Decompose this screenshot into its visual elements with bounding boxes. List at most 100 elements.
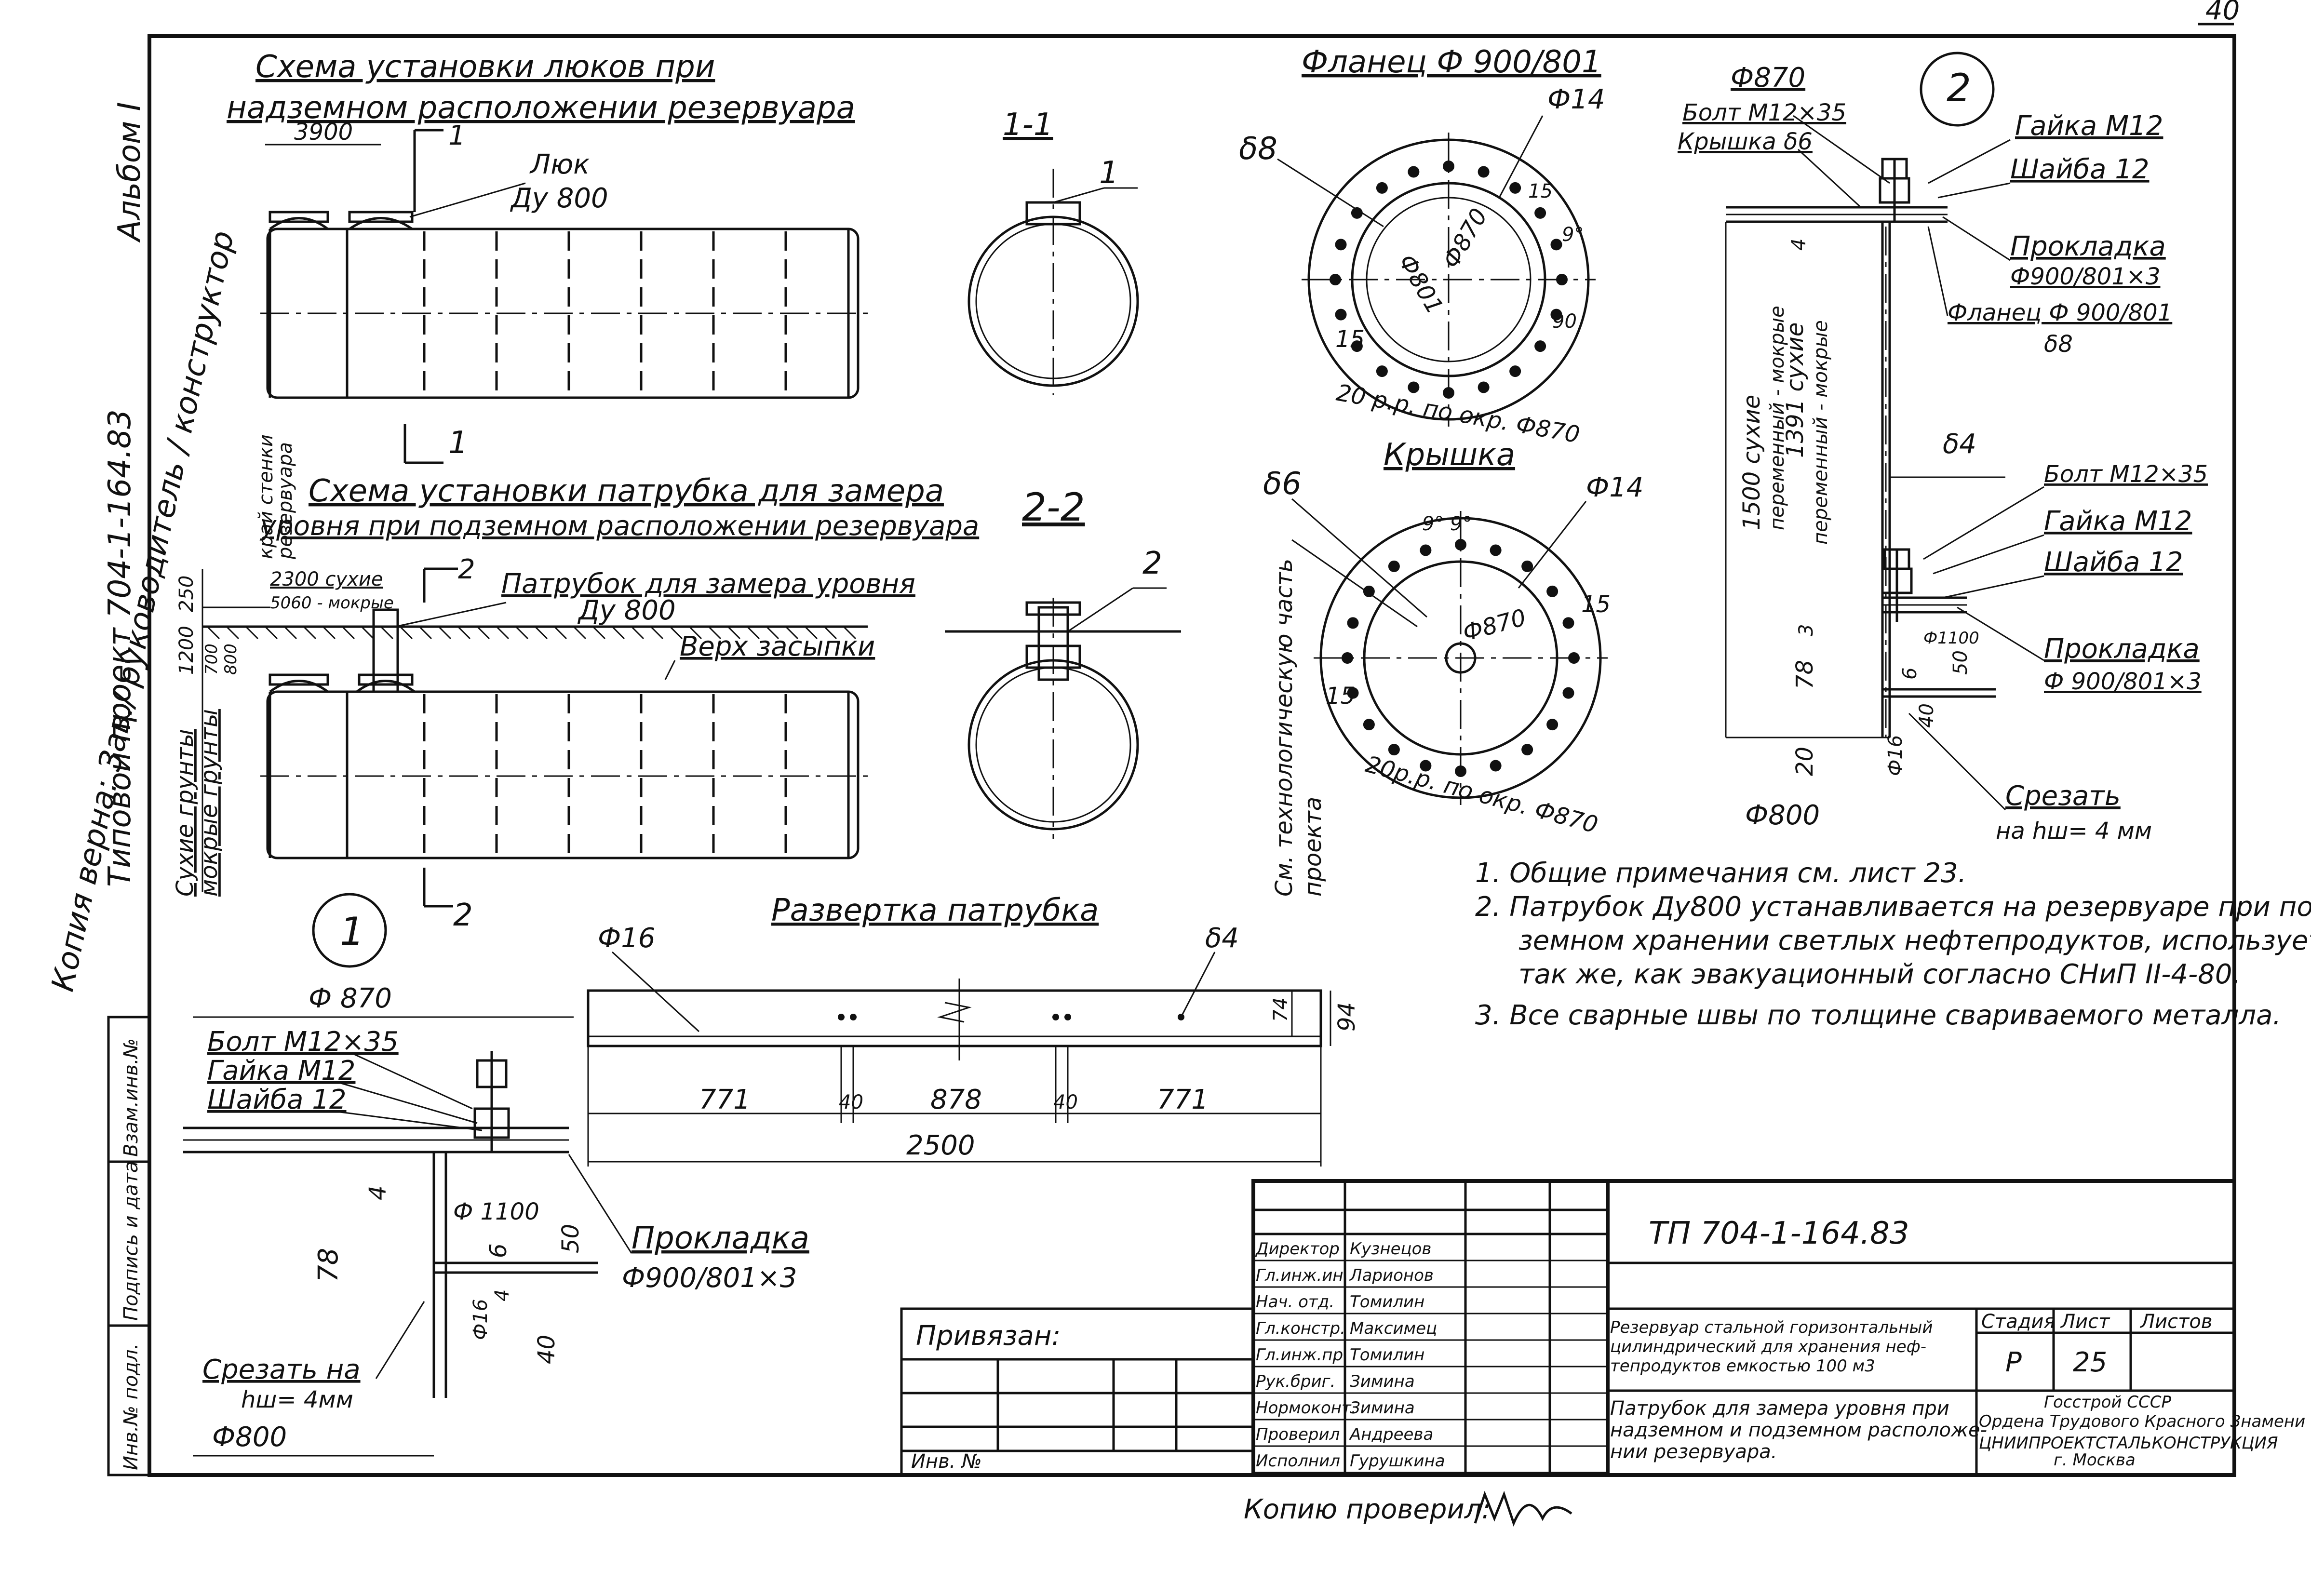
bolt-hole (1562, 687, 1574, 699)
strip-hole (838, 1014, 845, 1020)
development-d40a: 40 (839, 1091, 863, 1113)
development-h74: 74 (1270, 997, 1292, 1022)
development-d878: 878 (930, 1084, 982, 1115)
hatch-stroke (746, 626, 760, 640)
bolt-hole (1388, 560, 1400, 572)
bolt-hole (1443, 161, 1454, 172)
hatch-stroke (245, 626, 259, 640)
node-2-dim50: 50 (1949, 650, 1972, 675)
tb-name: Зимина (1350, 1372, 1415, 1391)
hatch-2 (349, 217, 413, 230)
hatch-stroke (708, 626, 722, 640)
node-2-bolt2: Болт М12×35 (2044, 461, 2208, 488)
flange-angle-b: 9° (1562, 224, 1584, 246)
tb-role: Гл.констр. (1256, 1319, 1345, 1338)
tb-name: Зимина (1350, 1398, 1415, 1418)
top-scheme: Схема установки люков при надземном расп… (227, 49, 868, 464)
bolt-hole (1330, 274, 1341, 285)
hatch-size: Ду 800 (510, 183, 608, 214)
dim-1200: 1200 (175, 626, 198, 675)
tb-name: Томилин (1350, 1345, 1424, 1365)
note-2-cont-2: так же, как эвакуационный согласно СНиП … (1518, 959, 2241, 990)
node-1-dim40: 40 (533, 1335, 560, 1364)
hatch-stroke (380, 626, 394, 640)
title-block-org4: г. Москва (2054, 1450, 2136, 1470)
title-block-desc1-c: тепродуктов емкостью 100 м3 (1610, 1356, 1875, 1376)
top-scheme-cut-mark-top: 1 (448, 120, 466, 151)
node-2-d-top: Ф870 (1731, 62, 1805, 94)
hatch-stroke (264, 626, 278, 640)
bolt-hole (1550, 239, 1562, 251)
bottom-scheme-title-1: Схема установки патрубка для замера (309, 473, 944, 509)
wall-label-1: край стенки (255, 434, 277, 559)
bolt-hole (1490, 544, 1502, 556)
strip-hole (1064, 1014, 1071, 1020)
node-2-dim78: 78 (1791, 660, 1818, 689)
flange-thickness: δ8 (1239, 131, 1277, 167)
tb-role: Проверил (1256, 1425, 1340, 1444)
strip-hole (1178, 1014, 1184, 1020)
node-2-d-bottom: Ф800 (1745, 800, 1820, 831)
hatch-stroke (650, 626, 664, 640)
node-1-circle (312, 893, 387, 968)
hatch-stroke (688, 626, 702, 640)
node-1: 1 Ф 870 Болт М12×35 Гайка М12 Шайба 12 Ф… (183, 893, 809, 1457)
dim-800: 800 (221, 644, 241, 675)
bolt-hole (1351, 207, 1363, 219)
hatch-stroke (476, 626, 490, 640)
hatch-stroke (341, 626, 355, 640)
bolt-hole (1521, 560, 1533, 572)
bolt-hole (1335, 239, 1347, 251)
node-2-nut2: Гайка М12 (2044, 506, 2192, 537)
cover-view: Крышка δ6 Ф14 9° 9° Ф870 15 15 20р.р. по… (1263, 437, 1643, 897)
margin-stamp (107, 1016, 151, 1476)
section-2-title: 2-2 (1022, 485, 1085, 530)
hatch-label: Люк (529, 149, 590, 180)
tb-name: Кузнецов (1350, 1239, 1431, 1259)
hatch-stroke (553, 626, 567, 640)
note-2: 2. Патрубок Ду800 устанавливается на рез… (1475, 891, 2311, 923)
node-1-d-top: Ф 870 (309, 983, 392, 1014)
tb-name: Ларионов (1349, 1266, 1434, 1285)
hatch-stroke (804, 626, 818, 640)
checker-signature (1474, 1490, 1572, 1527)
cover-bolt-holes (1342, 539, 1580, 777)
section-1-1: 1-1 1 (967, 107, 1139, 395)
bolt-hole (1335, 308, 1347, 321)
hatch-stroke (766, 626, 779, 640)
cover-side-note-2: проекта (1300, 797, 1327, 897)
hatch-stroke (303, 626, 317, 640)
node-1-gasket: Прокладка (631, 1220, 809, 1256)
backfill-label: Верх засыпки (680, 631, 875, 662)
node-1-nut: Гайка М12 (207, 1055, 355, 1086)
bolt-hole (1347, 617, 1359, 629)
top-scheme-title-1: Схема установки люков при (255, 49, 715, 85)
node-1-d1100: Ф 1100 (453, 1198, 539, 1225)
tb-name: Максимец (1350, 1319, 1437, 1338)
tank-bottom-body (266, 690, 860, 859)
notes: 1. Общие примечания см. лист 23. 2. Патр… (1475, 858, 2311, 1031)
pipe-development: Развертка патрубка Ф16 δ4 771 40 878 40 … (587, 893, 1360, 1167)
bottom-scheme-title-2: уровня при подземном расположении резерв… (259, 510, 979, 542)
bolt-hole (1420, 760, 1432, 772)
hatch-stroke (457, 626, 471, 640)
section-1-callout: 1 (1099, 155, 1119, 191)
bolt-hole (1408, 381, 1420, 393)
node-2-cut-h: на hш= 4 мм (1996, 818, 2152, 845)
bolt-hole (1562, 617, 1574, 629)
cover-title: Крышка (1384, 437, 1515, 473)
node-1-number: 1 (340, 909, 364, 954)
node-2-flange-t: δ8 (2044, 331, 2073, 358)
title-block-desc2-b: надземном и подземном расположе- (1610, 1419, 1987, 1441)
dim-250: 250 (175, 576, 198, 612)
tb-name: Андреева (1349, 1425, 1433, 1444)
bolt-hole (1455, 539, 1466, 550)
node-1-washer: Шайба 12 (207, 1084, 347, 1115)
section-2-2: 2-2 2 (945, 485, 1181, 839)
hatch-stroke (399, 626, 413, 640)
node-2-cut: Срезать (2005, 780, 2121, 812)
ground-hatching (206, 626, 857, 640)
